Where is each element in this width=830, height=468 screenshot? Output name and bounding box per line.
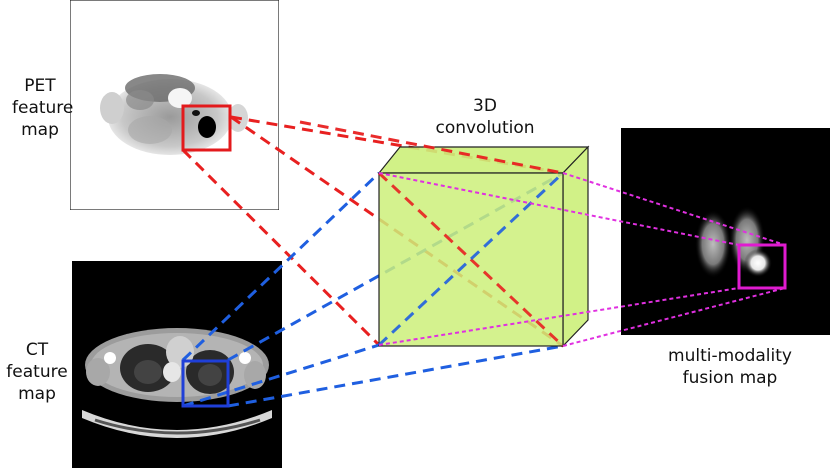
convolution-label: 3D convolution: [435, 96, 535, 138]
ct-region-box: [181, 359, 230, 408]
cube-top-face: [377, 146, 590, 174]
ct-feature-map-image: [72, 261, 282, 468]
fusion-region-box: [737, 243, 787, 290]
ct-to-cube-lines: [181, 171, 564, 408]
cube-to-fusion-lines: [378, 172, 786, 347]
pet-feature-map-image: [70, 0, 279, 210]
fusion-map-image: [621, 128, 830, 335]
pet-feature-map-label: PET feature map: [12, 76, 74, 140]
pet-region-box: [181, 104, 232, 152]
fusion-map-label: multi-modality fusion map: [668, 346, 792, 388]
ct-feature-map-label: CT feature map: [6, 340, 68, 404]
cube-internal-lines: [299, 120, 565, 348]
